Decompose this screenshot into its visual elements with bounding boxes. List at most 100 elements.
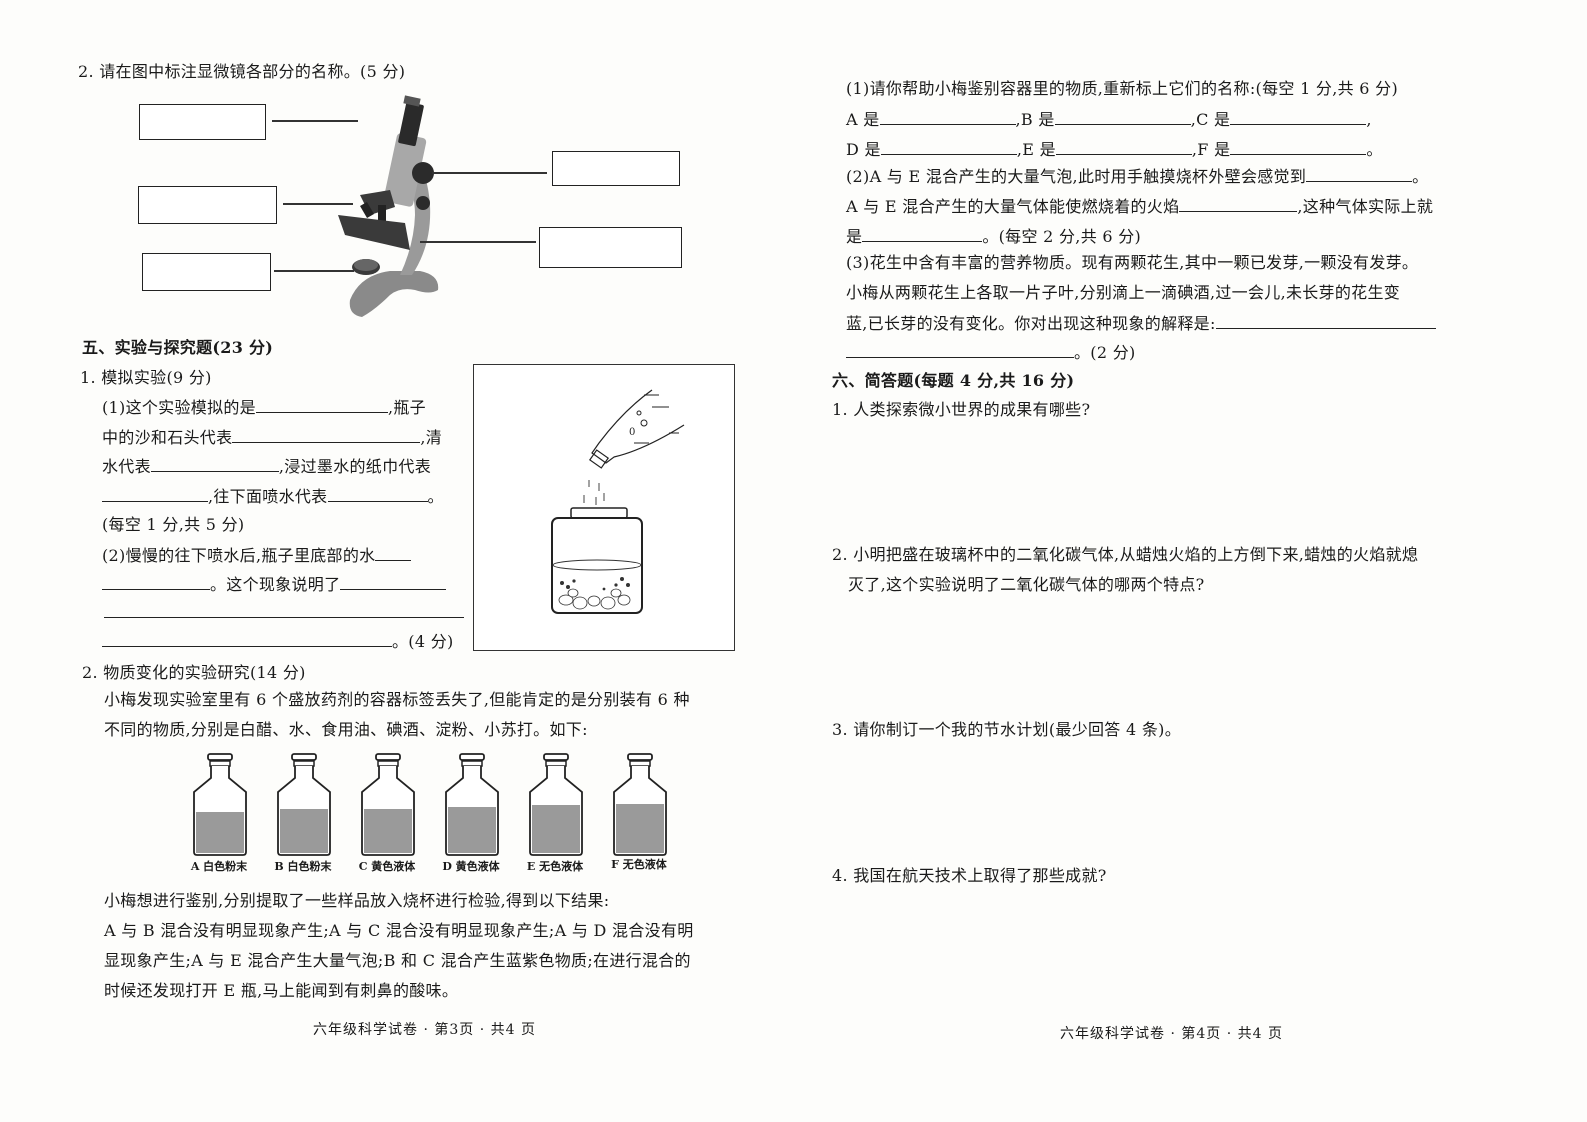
answer-blank-d[interactable] — [880, 139, 1017, 155]
short-answer-q2-line1: 2. 小明把盛在玻璃杯中的二氧化碳气体,从蜡烛火焰的上方倒下来,蜡烛的火焰就熄 — [832, 545, 1419, 564]
text: (1)这个实验模拟的是 — [102, 398, 256, 417]
sub2-line2: A 与 E 混合产生的大量气体能使燃烧着的火焰 ,这种气体实际上就 — [846, 196, 1433, 217]
section-6-heading: 六、简答题(每题 4 分,共 16 分) — [832, 371, 1075, 390]
answer-blank[interactable] — [255, 397, 388, 413]
text: 。 — [427, 487, 444, 506]
sub2-line3: 是 。(每空 2 分,共 6 分) — [846, 226, 1141, 247]
text: ,往下面喷水代表 — [208, 487, 328, 506]
sub3-line1: (3)花生中含有丰富的营养物质。现有两颗花生,其中一颗已发芽,一颗没有发芽。 — [846, 253, 1419, 272]
text: A 与 E 混合产生的大量气体能使燃烧着的火焰 — [846, 197, 1180, 216]
answer-blank-a[interactable] — [879, 109, 1016, 125]
sub3-line3: 蓝,已长芽的没有变化。你对出现这种现象的解释是: — [846, 313, 1436, 334]
reagent-bottles-icon — [193, 753, 667, 856]
answer-line[interactable] — [104, 617, 464, 619]
microscope-label-box-coarse-focus[interactable] — [552, 151, 680, 186]
microscope-label-box-arm[interactable] — [539, 227, 682, 268]
answer-blank[interactable] — [102, 574, 210, 590]
leader-line — [432, 172, 547, 174]
answer-blank[interactable] — [375, 545, 412, 561]
spray-bottle-jar-icon: 0 — [551, 389, 685, 614]
text: ,这种气体实际上就 — [1297, 197, 1434, 216]
section-5-heading: 五、实验与探究题(23 分) — [82, 338, 274, 357]
text: 是 — [846, 227, 863, 246]
sub3-line4: 。(2 分) — [846, 342, 1136, 363]
answer-blank[interactable] — [102, 486, 208, 502]
microscope-question-title: 2. 请在图中标注显微镜各部分的名称。(5 分) — [78, 62, 406, 81]
text: ,C 是 — [1190, 110, 1231, 129]
text: ,B 是 — [1015, 110, 1055, 129]
answer-area-q3[interactable] — [832, 745, 1472, 855]
short-answer-q2-line2: 灭了,这个实验说明了二氧化碳气体的哪两个特点? — [848, 575, 1205, 594]
answer-blank[interactable] — [846, 342, 1074, 358]
bottle-label-c: C 黄色液体 — [358, 860, 416, 873]
bottle-label-b: B 白色粉末 — [274, 860, 332, 873]
text: (2)慢慢的往下喷水后,瓶子里底部的水 — [102, 546, 376, 565]
leader-line — [272, 120, 358, 122]
sub1-line-abc: A 是 ,B 是 ,C 是, — [846, 109, 1372, 130]
text: ,浸过墨水的纸巾代表 — [278, 457, 431, 476]
answer-area-q2[interactable] — [832, 600, 1472, 710]
q1-part1-line1: (1)这个实验模拟的是,瓶子 — [102, 397, 426, 418]
q1-part2-line1: (2)慢慢的往下喷水后,瓶子里底部的水 — [102, 545, 412, 566]
text: 。(2 分) — [1074, 343, 1136, 362]
q2-title: 2. 物质变化的实验研究(14 分) — [82, 663, 306, 682]
q1-part2-line2: 。这个现象说明了 — [102, 574, 447, 595]
q2-result-line1: 小梅想进行鉴别,分别提取了一些样品放入烧杯进行检验,得到以下结果: — [104, 891, 610, 910]
bottle-label-a: A 白色粉末 — [190, 860, 248, 873]
text: 。(每空 2 分,共 6 分) — [982, 227, 1142, 246]
answer-blank[interactable] — [102, 631, 392, 647]
answer-area-q4[interactable] — [832, 890, 1472, 1000]
q1-part2-line4: 。(4 分) — [102, 631, 454, 652]
text: 水代表 — [102, 457, 151, 476]
sub1-title: (1)请你帮助小梅鉴别容器里的物质,重新标上它们的名称:(每空 1 分,共 6 … — [846, 79, 1399, 98]
q2-result-line3: 显现象产生;A 与 E 混合产生大量气泡;B 和 C 混合产生蓝紫色物质;在进行… — [104, 951, 691, 970]
reagent-bottles: A 白色粉末 B 白色粉末 C 黄色液体 D 黄色液体 E 无色液体 F 无色液… — [178, 752, 688, 874]
microscope-label-box-eyepiece[interactable] — [139, 104, 266, 140]
bottle-label-d: D 黄色液体 — [442, 860, 500, 873]
text: , — [1366, 110, 1372, 129]
page-footer-4: 六年级科学试卷 · 第4页 · 共4 页 — [1060, 1026, 1283, 1042]
q2-result-line4: 时候还发现打开 E 瓶,马上能闻到有刺鼻的酸味。 — [104, 981, 459, 1000]
answer-blank-b[interactable] — [1054, 109, 1191, 125]
sub3-line2: 小梅从两颗花生上各取一片子叶,分别滴上一滴碘酒,过一会儿,未长芽的花生变 — [846, 283, 1401, 302]
text: A 是 — [846, 110, 880, 129]
short-answer-q4: 4. 我国在航天技术上取得了那些成就? — [832, 866, 1107, 885]
bottle-label-e: E 无色液体 — [526, 860, 584, 873]
answer-blank[interactable] — [1306, 166, 1413, 182]
text: ,E 是 — [1016, 140, 1056, 159]
text: 。(4 分) — [392, 632, 454, 651]
microscope-label-box-objective[interactable] — [138, 186, 277, 224]
answer-blank[interactable] — [1179, 196, 1298, 212]
answer-blank-c[interactable] — [1230, 109, 1367, 125]
text: (2)A 与 E 混合产生的大量气泡,此时用手触摸烧杯外壁会感觉到 — [846, 167, 1307, 186]
q1-part1-line4: ,往下面喷水代表 。 — [102, 486, 444, 507]
page-footer-3: 六年级科学试卷 · 第3页 · 共4 页 — [313, 1022, 536, 1038]
answer-blank[interactable] — [340, 574, 447, 590]
leader-line — [283, 203, 353, 205]
answer-blank[interactable] — [862, 226, 983, 242]
answer-blank[interactable] — [150, 456, 279, 472]
answer-blank[interactable] — [232, 427, 421, 443]
sub1-line-def: D 是 ,E 是 ,F 是 。 — [846, 139, 1383, 160]
text: ,F 是 — [1191, 140, 1231, 159]
text: 蓝,已长芽的没有变化。你对出现这种现象的解释是: — [846, 314, 1216, 333]
answer-blank[interactable] — [1215, 313, 1436, 329]
answer-blank[interactable] — [327, 486, 428, 502]
text: 。这个现象说明了 — [210, 575, 341, 594]
short-answer-q1: 1. 人类探索微小世界的成果有哪些? — [832, 400, 1091, 419]
answer-blank-f[interactable] — [1230, 139, 1367, 155]
answer-blank-e[interactable] — [1055, 139, 1192, 155]
text: 。 — [1412, 167, 1429, 186]
text: 中的沙和石头代表 — [102, 428, 233, 447]
microscope-icon — [338, 95, 439, 317]
text: ,清 — [420, 428, 443, 447]
leader-line — [420, 241, 536, 243]
text: D 是 — [846, 140, 881, 159]
simulation-experiment-figure: 0 — [473, 364, 735, 651]
text: 。 — [1366, 140, 1383, 159]
q1-title: 1. 模拟实验(9 分) — [80, 368, 212, 387]
microscope-illustration — [320, 95, 450, 320]
bottle-label-f: F 无色液体 — [611, 858, 667, 871]
answer-area-q1[interactable] — [832, 425, 1472, 535]
microscope-label-box-mirror[interactable] — [142, 253, 271, 291]
